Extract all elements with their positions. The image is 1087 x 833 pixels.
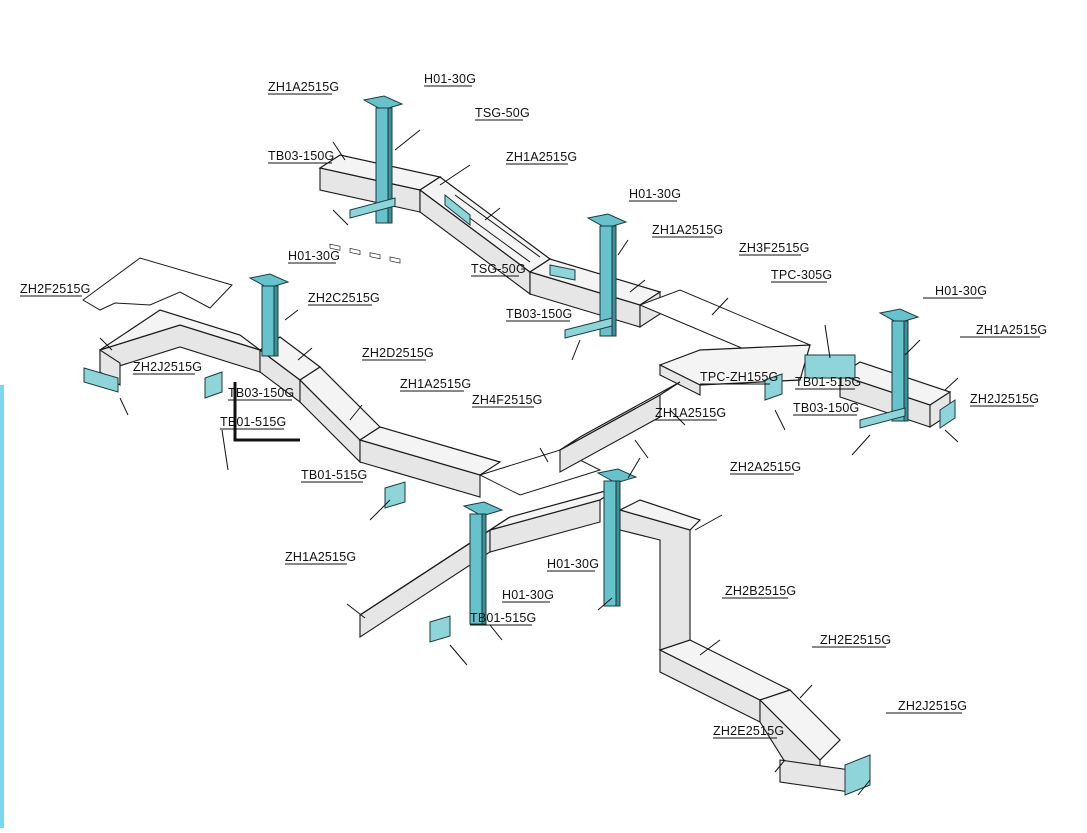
tray-lower-right-elbow [758,689,871,796]
label-l3: TSG-50G [475,106,530,121]
label-text: TB01-515G [220,415,286,429]
label-text: TSG-50G [471,262,526,276]
label-l2: H01-30G [424,72,476,87]
label-l8: ZH3F2515G [739,241,810,256]
label-text: TB03-150G [268,149,334,163]
label-text: H01-30G [547,557,599,571]
label-text: TB01-515G [470,611,536,625]
label-text: ZH2A2515G [730,460,801,474]
label-l22: TB03-150G [228,386,294,401]
label-text: TB01-515G [301,468,367,482]
post-left [248,273,290,357]
label-text: H01-30G [502,588,554,602]
label-l7: ZH1A2515G [652,223,723,238]
label-l23: ZH2J2515G [970,392,1039,407]
post-upper-right [586,213,628,337]
label-l32: H01-30G [502,588,554,603]
label-l30: ZH1A2515G [285,550,356,565]
tray-left-corner [83,309,261,393]
label-text: ZH2J2515G [898,699,967,713]
label-l31: H01-30G [547,557,599,572]
label-l36: ZH2J2515G [886,699,967,714]
label-l13: ZH2C2515G [308,291,380,306]
tpc-tee-cover [638,289,812,396]
label-text: H01-30G [935,284,987,298]
tray-riser-right [618,499,792,723]
label-l27: ZH1A2515G [655,406,726,421]
label-l4: TB03-150G [268,149,334,164]
label-l24: TB03-150G [793,401,859,416]
zh2f-cover-plate [82,257,233,311]
label-l34: ZH2B2515G [722,584,796,599]
label-l10: TSG-50G [471,262,526,277]
label-l12: ZH2F2515G [20,282,91,297]
label-text: ZH2D2515G [362,346,434,360]
tray-left-horizontal [258,336,502,498]
post-lower-left [462,501,504,625]
label-l20: TB01-515G [795,375,861,390]
left-edge-strip [0,385,4,828]
label-text: TB01-515G [795,375,861,389]
post-center [596,468,638,607]
label-text: ZH1A2515G [976,323,1047,337]
label-text: TB03-150G [228,386,294,400]
label-text: ZH1A2515G [655,406,726,420]
label-text: ZH2E2515G [820,633,891,647]
leader-lines [99,129,959,796]
label-l5: ZH1A2515G [506,150,577,165]
label-l9: H01-30G [288,249,340,264]
label-text: ZH1A2515G [652,223,723,237]
label-l21: ZH1A2515G [400,377,471,392]
label-l19: TPC-ZH155G [700,370,778,385]
label-l33: TB01-515G [470,611,536,626]
label-text: ZH2F2515G [20,282,91,296]
tray-diagonal-mid [559,381,681,473]
label-l29: TB01-515G [301,468,367,483]
label-l38: TB01-515G [228,415,294,429]
label-text: ZH1A2515G [400,377,471,391]
label-l25: TB01-515G [220,415,286,430]
label-text: H01-30G [288,249,340,263]
label-text: H01-30G [629,187,681,201]
label-l11: TPC-305G [771,268,832,283]
label-l15: H01-30G [923,284,987,299]
label-text: TPC-ZH155G [700,370,778,384]
post-top [362,95,404,224]
tray-slots [329,243,401,264]
brackets [204,193,906,643]
label-l35: ZH2E2515G [812,633,891,648]
label-l37: ZH2E2515G [713,724,784,739]
label-text: ZH2E2515G [713,724,784,738]
tray-runs [82,154,956,796]
label-text: ZH3F2515G [739,241,810,255]
label-l18: ZH2J2515G [133,360,202,375]
label-l14: TB03-150G [506,307,572,322]
post-right [878,308,920,422]
label-text: ZH4F2515G [472,393,543,407]
label-text: TPC-305G [771,268,832,282]
label-text: ZH2B2515G [725,584,796,598]
label-l17: ZH2D2515G [362,346,434,361]
label-l1: ZH1A2515G [268,80,339,95]
label-text: ZH2J2515G [133,360,202,374]
label-text: H01-30G [424,72,476,86]
label-text: ZH2C2515G [308,291,380,305]
label-text: ZH2J2515G [970,392,1039,406]
label-text: TB03-150G [506,307,572,321]
label-text: ZH1A2515G [268,80,339,94]
label-text: TB03-150G [793,401,859,415]
label-text: ZH1A2515G [506,150,577,164]
label-l6: H01-30G [629,187,681,202]
support-posts [248,95,920,625]
part-labels: ZH1A2515G H01-30G TSG-50G TB03-150G ZH1A… [20,72,1047,739]
label-text: ZH1A2515G [285,550,356,564]
label-text: TSG-50G [475,106,530,120]
label-l28: ZH2A2515G [730,460,801,475]
label-l26: ZH4F2515G [472,393,543,408]
label-l16: ZH1A2515G [960,323,1047,338]
